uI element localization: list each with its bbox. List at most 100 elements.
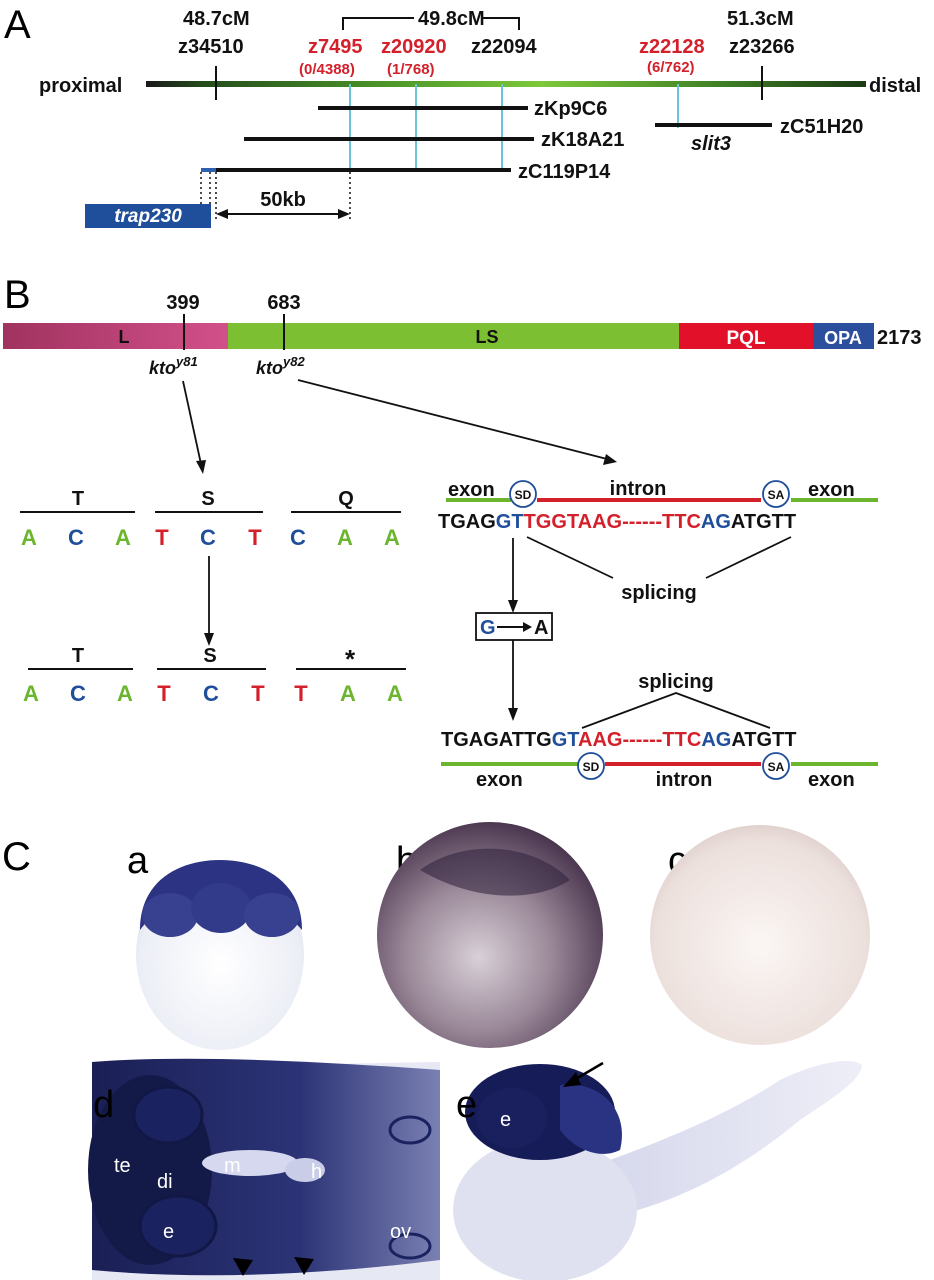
scale-arrow-right [338, 209, 350, 219]
embryo-e-hindbrain [560, 1084, 622, 1154]
label-m: m [224, 1155, 241, 1177]
domain-label-L: L [119, 327, 130, 347]
sd-label-top: SD [515, 488, 532, 502]
protein-length: 2173 [877, 327, 922, 349]
aa-S-top: S [201, 488, 214, 510]
exon-label-bottom-right: exon [808, 769, 855, 791]
arrow-e-shaft [573, 1061, 604, 1082]
splicing-label-top: splicing [621, 582, 697, 604]
clone-label-zC51H20: zC51H20 [780, 116, 863, 138]
domain-L [3, 323, 228, 349]
sd-circle-top [509, 480, 537, 508]
nuc: T [248, 525, 262, 550]
nuc: A [117, 681, 133, 706]
embryo-e-tail [560, 1060, 862, 1215]
seq-top: TGAGGTTGGTAAG------TTCAGATGTT [438, 511, 796, 533]
marker-z20920: z20920 [381, 36, 447, 58]
nuc: A [340, 681, 356, 706]
embryo-d [88, 1058, 440, 1280]
cm-mid-label: 49.8cM [418, 8, 485, 30]
label-ov: ov [390, 1221, 411, 1243]
embryo-d-ventricle-h [285, 1158, 325, 1182]
aa-S-bottom: S [203, 645, 216, 667]
sub-label-a: a [127, 840, 149, 882]
mutation-to: A [534, 617, 548, 639]
nuc: A [21, 525, 37, 550]
arrow-codon-head [204, 633, 214, 646]
arrow-y82-shaft [297, 379, 608, 460]
domain-PQL [679, 323, 813, 349]
pos-683: 683 [267, 292, 300, 314]
exon-label-bottom-left: exon [476, 769, 523, 791]
splicing-lines-top [526, 536, 792, 579]
embryo-b [377, 822, 603, 1048]
nuc: T [155, 525, 169, 550]
embryo-b-dark-cap [420, 848, 570, 896]
label-d-e: e [163, 1221, 174, 1243]
embryo-e [453, 1060, 862, 1280]
sd-label-bottom: SD [583, 760, 600, 774]
aa-stop-bottom: * [345, 644, 356, 674]
allele-kto-y81: ktoy81 [149, 354, 198, 378]
embryo-a-cell [142, 893, 198, 937]
embryo-d-eye-bottom [138, 1194, 218, 1258]
panel-b: B 399 683 L LS PQL OPA 2173 ktoy81 ktoy8… [3, 273, 922, 791]
nuc: T [294, 681, 308, 706]
nuc: T [251, 681, 265, 706]
nuc: C [68, 525, 84, 550]
panel-label-a: A [4, 3, 31, 47]
embryo-a [136, 860, 304, 1050]
codon-row-top: T A C A S T C T Q C A A [20, 488, 401, 550]
aa-T-bottom: T [72, 645, 84, 667]
nuc: A [23, 681, 39, 706]
embryo-e-yolk [453, 1138, 637, 1280]
scale-arrow-left [216, 209, 228, 219]
label-e-eye: e [500, 1109, 511, 1131]
marker-z34510: z34510 [178, 36, 244, 58]
nuc: A [384, 525, 400, 550]
panel-c: C a b c [2, 822, 870, 1280]
splice-top: exon SD intron SA exon TGAGGTTGGTAAG----… [438, 478, 878, 604]
sub-label-e: e [456, 1084, 477, 1126]
marker-z22128-ratio: (6/762) [647, 59, 695, 76]
nuc: T [157, 681, 171, 706]
sa-label-bottom: SA [768, 760, 785, 774]
nuc: C [203, 681, 219, 706]
arrow-splice-2-head [508, 708, 518, 721]
clone-label-zKp9C6: zKp9C6 [534, 98, 607, 120]
aa-T-top: T [72, 488, 84, 510]
marker-z23266: z23266 [729, 36, 795, 58]
sa-label-top: SA [768, 488, 785, 502]
arrow-splice-1-head [508, 600, 518, 613]
cm-mid-bracket [342, 17, 520, 30]
label-di: di [157, 1171, 173, 1193]
arrowhead-d-1 [233, 1258, 253, 1276]
nuc: C [70, 681, 86, 706]
nuc: A [337, 525, 353, 550]
panel-a: A 48.7cM 49.8cM 51.3cM z34510 z7495 (0/4… [4, 3, 921, 228]
distal-label: distal [869, 75, 921, 97]
splicing-label-bottom: splicing [638, 671, 714, 693]
label-h: h [311, 1161, 322, 1183]
cm-right-label: 51.3cM [727, 8, 794, 30]
clone-label-zK18A21: zK18A21 [541, 129, 624, 151]
marker-z22094: z22094 [471, 36, 537, 58]
trap230-label: trap230 [114, 206, 182, 227]
sub-label-d: d [93, 1084, 114, 1126]
aa-Q-top: Q [338, 488, 354, 510]
pos-399: 399 [166, 292, 199, 314]
scale-label-50kb: 50kb [260, 189, 306, 211]
arrow-y82-head [603, 454, 617, 465]
arrow-y81-shaft [182, 380, 202, 465]
splice-bottom: splicing TGAGATTGGTAAG------TTCAGATGTT e… [441, 671, 878, 791]
arrowhead-d-2 [294, 1257, 314, 1275]
nuc: C [200, 525, 216, 550]
marker-z20920-ratio: (1/768) [387, 61, 435, 78]
marker-z22128: z22128 [639, 36, 705, 58]
nuc: C [290, 525, 306, 550]
marker-z7495-ratio: (0/4388) [299, 61, 355, 78]
panel-label-b: B [4, 273, 31, 317]
sa-circle-top [762, 480, 790, 508]
allele-kto-y82: ktoy82 [256, 354, 305, 378]
